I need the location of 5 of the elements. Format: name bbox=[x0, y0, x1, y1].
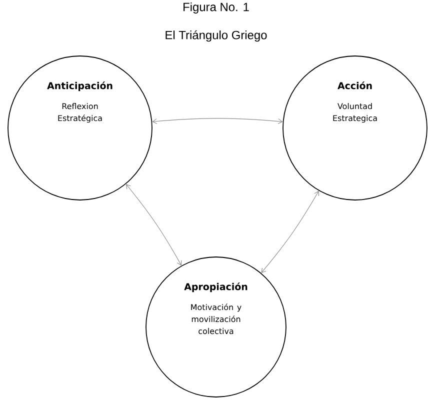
arrow bbox=[126, 184, 182, 266]
arrow bbox=[152, 118, 283, 124]
arrow bbox=[261, 190, 320, 273]
title: El Triángulo Griego bbox=[166, 30, 267, 42]
figure-number: Figura No. 1 bbox=[184, 2, 249, 14]
